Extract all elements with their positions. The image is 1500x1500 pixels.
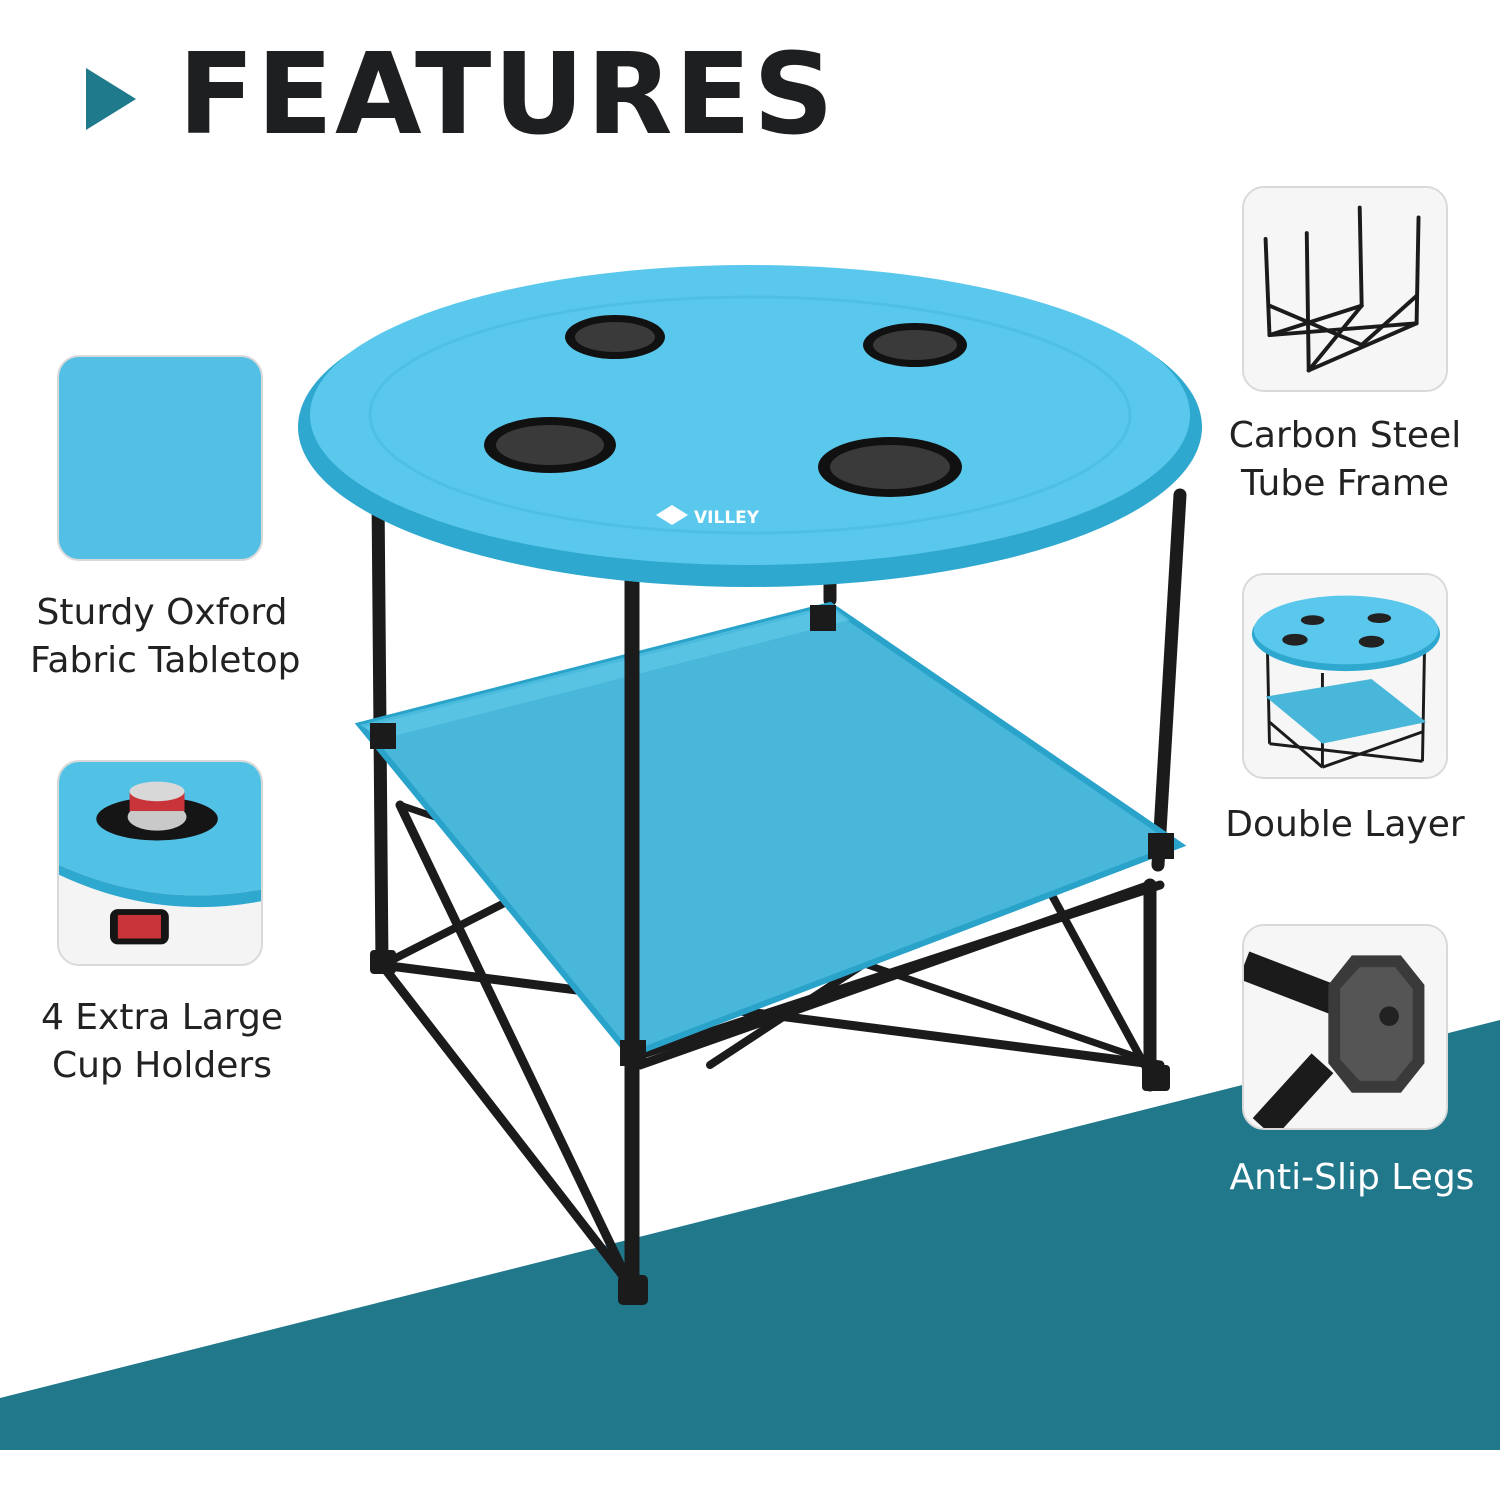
page-title: FEATURES — [178, 30, 836, 160]
tabletop — [310, 265, 1190, 565]
steel-frame-label-line2: Tube Frame — [1241, 463, 1449, 504]
cup-holder-card — [57, 760, 263, 966]
cup-holders — [484, 315, 967, 497]
double-layer-table-icon — [1244, 575, 1446, 777]
steel-frame-icon — [1244, 188, 1446, 390]
steel-frame-card — [1242, 186, 1448, 392]
anti-slip-label: Anti-Slip Legs — [1229, 1157, 1475, 1198]
cup-holder-icon — [59, 762, 261, 964]
fabric-swatch-icon — [59, 357, 261, 559]
double-layer-card — [1242, 573, 1448, 779]
bottom-white-strip — [0, 1450, 1500, 1500]
fabric-label-line2: Fabric Tabletop — [30, 640, 301, 681]
fabric-label: Sturdy Oxford Fabric Tabletop — [30, 589, 301, 685]
play-arrow-icon — [86, 68, 136, 130]
anti-slip-foot-icon — [1244, 926, 1446, 1128]
steel-frame-label-line1: Carbon Steel — [1228, 415, 1462, 456]
lower-shelf — [354, 601, 1187, 1059]
fabric-label-line1: Sturdy Oxford — [36, 592, 288, 633]
cup-holder-label-line1: 4 Extra Large — [40, 997, 284, 1038]
steel-frame-label: Carbon Steel Tube Frame — [1222, 412, 1468, 508]
anti-slip-card — [1242, 924, 1448, 1130]
cup-holder-label-line2: Cup Holders — [52, 1045, 272, 1086]
svg-text:VILLEY: VILLEY — [694, 508, 760, 528]
villey-logo: VILLEY — [656, 505, 760, 528]
fabric-swatch-card — [57, 355, 263, 561]
folding-table-image: VILLEY — [290, 245, 1220, 1325]
cup-holder-label: 4 Extra Large Cup Holders — [30, 994, 294, 1090]
double-layer-label: Double Layer — [1225, 804, 1465, 845]
